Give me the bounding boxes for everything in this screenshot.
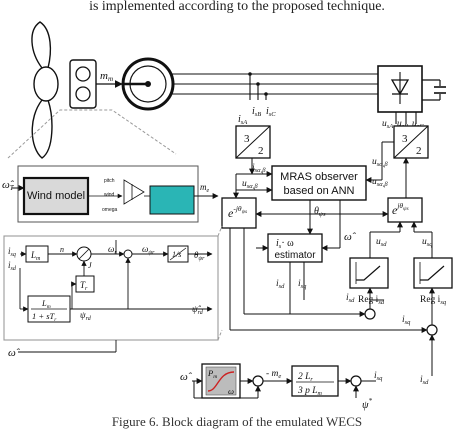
isc-label: isC	[266, 106, 276, 118]
isd-star-bottom-label: isd	[420, 375, 429, 386]
us-alpha-beta-left-label: usα,β	[242, 179, 258, 190]
svg-text:1 + sTr: 1 + sTr	[32, 311, 57, 323]
svg-text:J: J	[88, 261, 92, 270]
figure-caption: Figure 6. Block diagram of the emulated …	[111, 414, 363, 429]
psi-star-label: ψ*	[362, 397, 373, 411]
us-alpha-beta-right2-label: usα,β	[372, 177, 388, 188]
turbine-blade-top	[31, 21, 52, 69]
park-transform-block: e-jθψs	[221, 197, 257, 229]
wind-model-subsystem: Wind model pitch wind omega	[17, 165, 199, 223]
zoom-frame-top	[7, 109, 177, 159]
omega-bottom-label: ω̂	[180, 371, 193, 383]
svg-text:Tr: Tr	[80, 280, 88, 292]
svg-text:omega: omega	[102, 207, 118, 213]
svg-text:e-jθψs: e-jθψs	[228, 204, 247, 220]
svg-text:Wind model: Wind model	[27, 190, 85, 202]
isd-star-mid-label: isd	[276, 279, 285, 290]
isb-label: isB	[252, 106, 261, 118]
reg-isq-block: Reg isq	[413, 257, 453, 306]
minus-me-label: - me	[266, 369, 281, 380]
gear-top-icon	[75, 66, 91, 82]
svg-text:2: 2	[258, 145, 264, 157]
induction-generator	[121, 57, 175, 111]
isd-zoom-label: isd	[8, 260, 17, 272]
omega-t-label: ω̂T	[2, 179, 15, 192]
is-alpha-beta-label: isα,β	[252, 163, 266, 174]
svg-text:based on ANN: based on ANN	[284, 185, 355, 197]
me-label: me	[200, 182, 210, 194]
us-alpha-beta-right-label: usα,β	[372, 157, 388, 168]
wind-turbine	[31, 21, 97, 159]
zoom-frame-bottom2	[217, 329, 223, 341]
isd-star-right-label: isd	[346, 293, 355, 304]
reg-isd-block: Reg isd	[349, 257, 389, 306]
svg-text:Lm: Lm	[41, 298, 51, 310]
svg-text:2: 2	[416, 145, 422, 157]
divide-junction	[252, 375, 264, 387]
svg-text:3 p Lm: 3 p Lm	[297, 386, 323, 397]
gear-bottom-icon	[75, 86, 91, 102]
svg-text:MRAS observer: MRAS observer	[280, 171, 358, 183]
svg-text:n: n	[60, 245, 64, 254]
svg-text:ω: ω	[228, 386, 234, 396]
signal-wiring	[229, 141, 435, 376]
svg-text:is· ω: is· ω	[276, 238, 294, 250]
svg-text:Reg isd: Reg isd	[358, 295, 385, 306]
mm-label: mm	[100, 70, 113, 83]
theta-psi-label: θψs	[314, 206, 326, 218]
abc-to-alphabeta-right: 3 2	[393, 125, 429, 159]
isq-star-bottom-label: isq	[374, 371, 383, 382]
svg-text:ψrd: ψrd	[80, 310, 92, 322]
sum-isq	[426, 324, 438, 336]
svg-text:ejθψs: ejθψs	[392, 201, 409, 217]
isq-mid-label: isq	[298, 279, 307, 290]
bottom-wiring	[192, 378, 376, 399]
isq-zoom-label: isq	[8, 246, 16, 258]
svg-text:3: 3	[402, 133, 408, 145]
flux-model-subsystem: isq isd Lm n J ωr Tr ωψr 1/s θψr Lm 1 + …	[3, 235, 219, 341]
svg-text:2 Lr: 2 Lr	[298, 372, 313, 383]
header-text: is implemented according to the proposed…	[89, 0, 385, 14]
turbine-blade-bottom	[31, 99, 53, 159]
svg-text:3: 3	[244, 133, 250, 145]
svg-text:pitch: pitch	[104, 178, 115, 184]
svg-text:ωψr: ωψr	[142, 244, 155, 256]
usa-label: usA	[382, 119, 393, 130]
three-phase-lines	[170, 73, 417, 124]
svg-text:1/s: 1/s	[172, 250, 181, 259]
usd-star-label: usd	[376, 237, 387, 248]
usq-star-label: usq	[422, 237, 433, 248]
mras-observer-block: MRAS observer based on ANN	[271, 165, 367, 201]
sum-isd	[364, 308, 376, 320]
isq-star-right-label: isq	[402, 315, 411, 326]
svg-text:Reg isq: Reg isq	[420, 295, 447, 306]
torque-gain-block: 2 Lr 3 p Lm	[291, 365, 339, 397]
power-converter	[377, 65, 446, 113]
mppt-curve	[207, 371, 235, 392]
svg-text:Lm: Lm	[30, 250, 41, 262]
mppt-lookup-block: Pm ω	[201, 363, 241, 399]
inverse-park-transform-block: ejθψs	[387, 197, 423, 223]
zoom-frame-bottom	[217, 225, 223, 237]
abc-to-alphabeta-left: 3 2	[235, 125, 271, 159]
turbine-hub	[33, 66, 59, 102]
svg-text:estimator: estimator	[274, 250, 316, 261]
omega-hat-label: ω̂	[344, 231, 357, 243]
omega-flux-bottom-label: ω̂	[8, 347, 21, 359]
is-omega-estimator-block: is· ω estimator	[267, 233, 323, 263]
multiply-junction	[350, 375, 362, 387]
svg-text:θψr: θψr	[194, 250, 205, 262]
svg-text:Pm: Pm	[207, 368, 217, 380]
isa-label: isA	[238, 114, 247, 126]
svg-text:wind: wind	[104, 192, 115, 198]
